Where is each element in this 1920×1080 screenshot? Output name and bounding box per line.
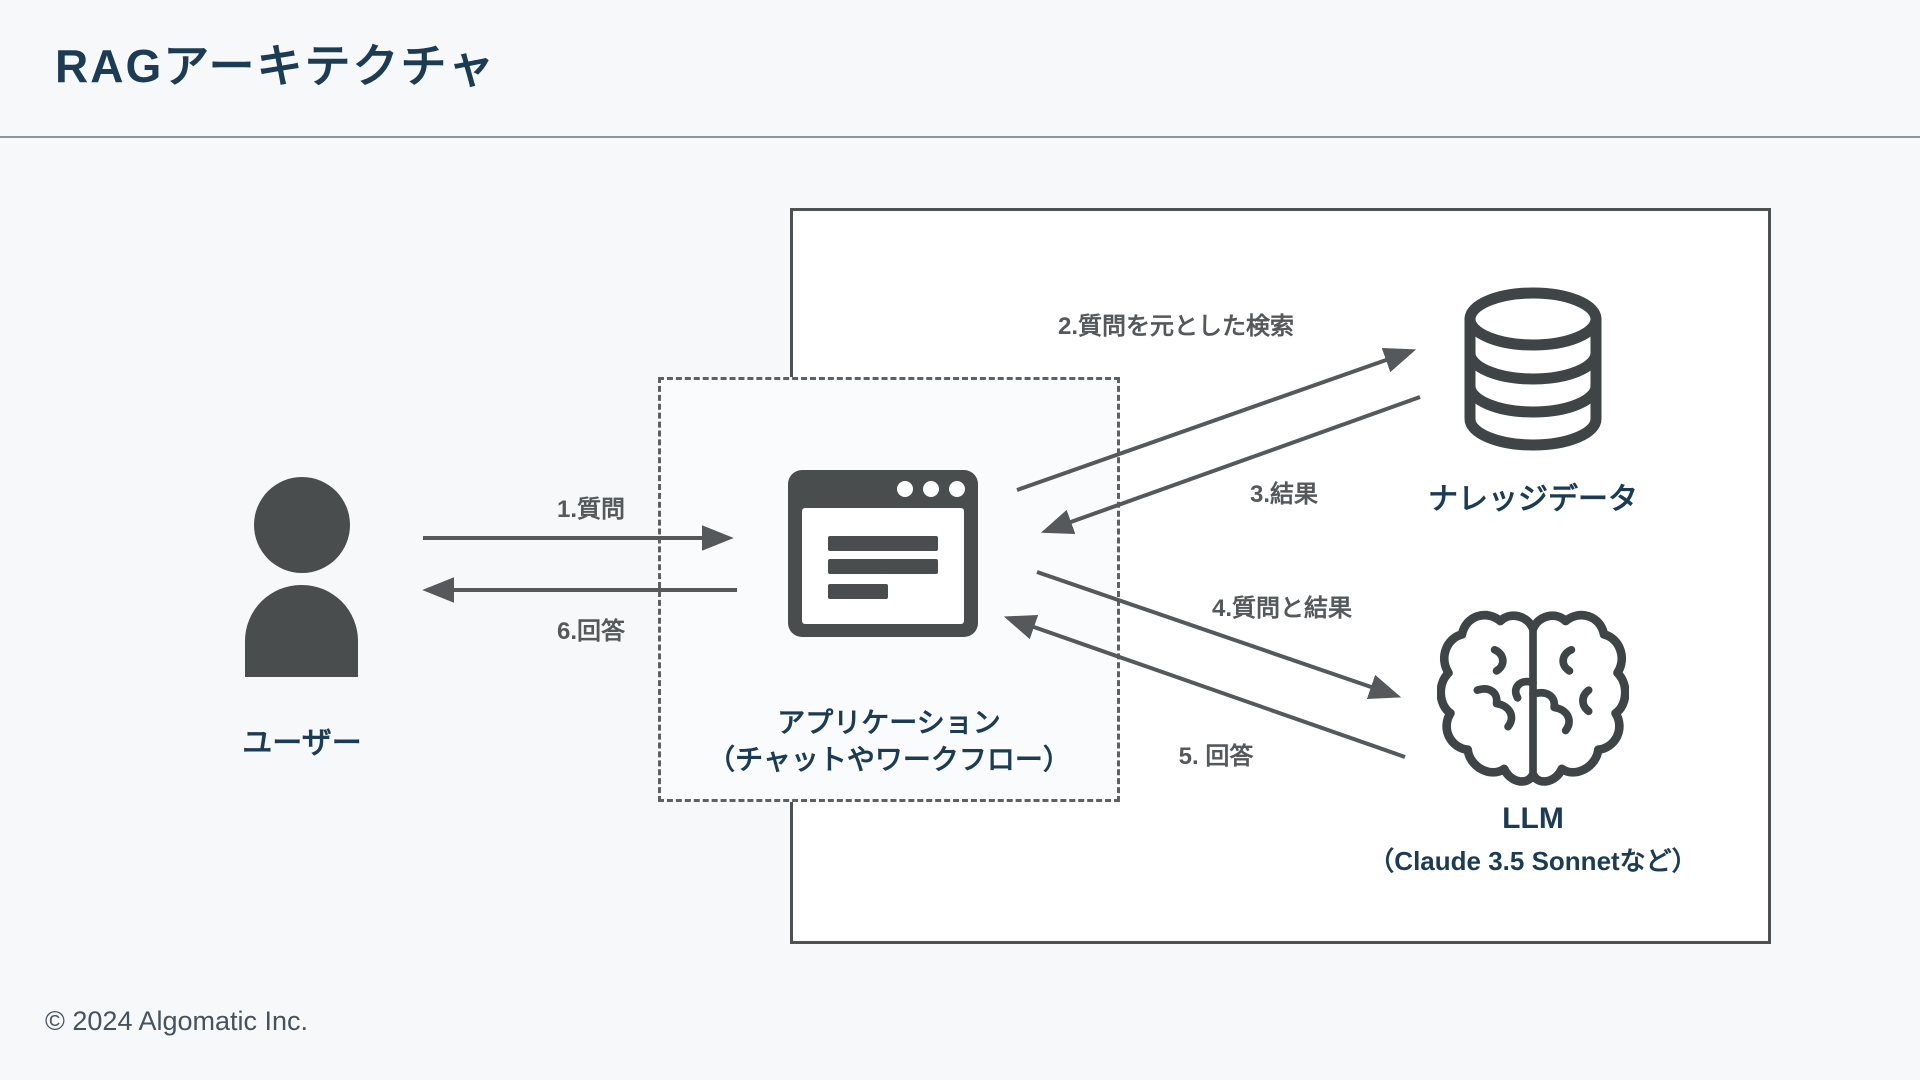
browser-window-icon [788, 470, 978, 637]
llm-sublabel: （Claude 3.5 Sonnetなど） [1368, 846, 1698, 876]
arrow-4-question-result [1036, 570, 1402, 700]
brain-icon [1437, 610, 1629, 786]
arrow-1-label: 1.質問 [556, 496, 626, 523]
user-label: ユーザー [242, 727, 362, 760]
arrow-4-label: 4.質問と結果 [1211, 595, 1353, 622]
page-title: RAGアーキテクチャ [55, 40, 496, 92]
arrow-3-label: 3.結果 [1249, 481, 1319, 508]
llm-label: LLM [1502, 802, 1564, 835]
knowledge-label: ナレッジデータ [1428, 483, 1638, 516]
arrow-2-search [1016, 347, 1417, 492]
user-head [254, 477, 350, 573]
browser-text-bar [828, 559, 938, 574]
browser-dot [949, 481, 965, 497]
application-label: アプリケーション [777, 707, 1001, 738]
application-sublabel: （チャットやワークフロー） [707, 744, 1071, 775]
browser-body [802, 508, 964, 624]
user-icon [245, 477, 359, 677]
arrow-6-label: 6.回答 [556, 618, 626, 645]
title-divider [0, 136, 1920, 138]
arrow-5-answer [1003, 614, 1406, 759]
browser-text-bar [828, 584, 888, 599]
browser-text-bar [828, 536, 938, 551]
copyright-footer: © 2024 Algomatic Inc. [45, 1006, 309, 1036]
database-icon [1464, 287, 1602, 451]
arrow-5-label: 5. 回答 [1178, 743, 1254, 770]
user-body [245, 585, 358, 677]
arrow-2-label: 2.質問を元とした検索 [1057, 313, 1295, 340]
arrow-3-result [1040, 395, 1421, 534]
browser-dot [897, 481, 913, 497]
browser-dot [923, 481, 939, 497]
